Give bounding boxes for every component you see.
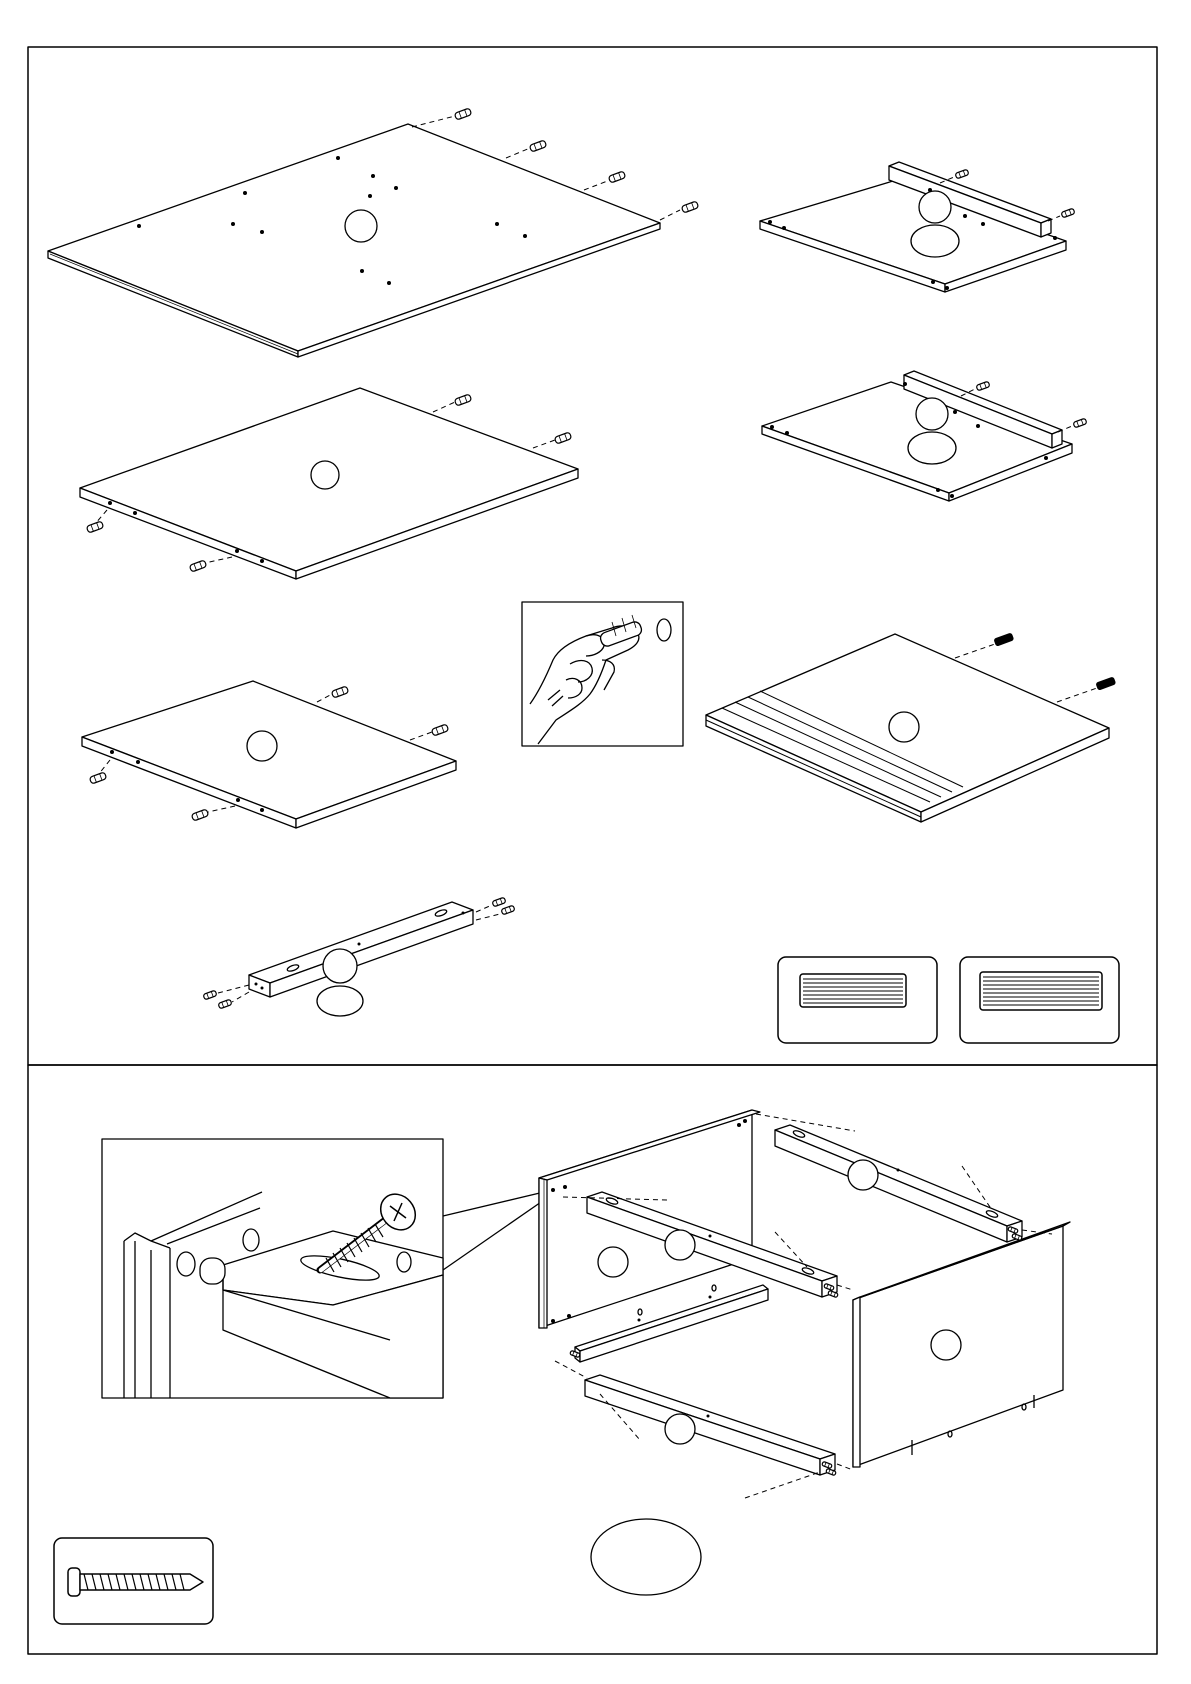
hand-inserting-dowel-detail: [522, 602, 683, 746]
label-circle: [345, 210, 377, 242]
label-circle: [323, 949, 357, 983]
label-circle: [247, 731, 277, 761]
label-circle: [848, 1160, 878, 1190]
dowel-icon: [980, 972, 1102, 1010]
drawer-bottom-lower: [762, 371, 1087, 501]
quantity-ellipse: [591, 1519, 701, 1595]
label-circle: [931, 1330, 961, 1360]
label-circle: [598, 1247, 628, 1277]
drawer-bottom-upper: [760, 162, 1075, 292]
dowel-legend-short: [778, 957, 937, 1043]
long-rail: [203, 897, 515, 1016]
label-circle: [665, 1230, 695, 1260]
label-circle: [916, 398, 948, 430]
label-circle: [311, 461, 339, 489]
large-panel: [48, 108, 699, 357]
label-circle: [665, 1414, 695, 1444]
medium-panel: [80, 388, 578, 579]
grooved-panel: [706, 633, 1115, 822]
right-side-panel: [853, 1222, 1070, 1467]
quantity-ellipse: [317, 986, 363, 1016]
dowel-icon: [800, 974, 906, 1007]
screw-legend: [54, 1538, 213, 1624]
label-circle: [889, 712, 919, 742]
label-circle: [919, 191, 951, 223]
quantity-ellipse: [908, 432, 956, 464]
dowel-legend-long: [960, 957, 1119, 1043]
small-panel: [82, 681, 456, 828]
quantity-ellipse: [911, 225, 959, 257]
screw-detail-zoom: [102, 1139, 544, 1398]
